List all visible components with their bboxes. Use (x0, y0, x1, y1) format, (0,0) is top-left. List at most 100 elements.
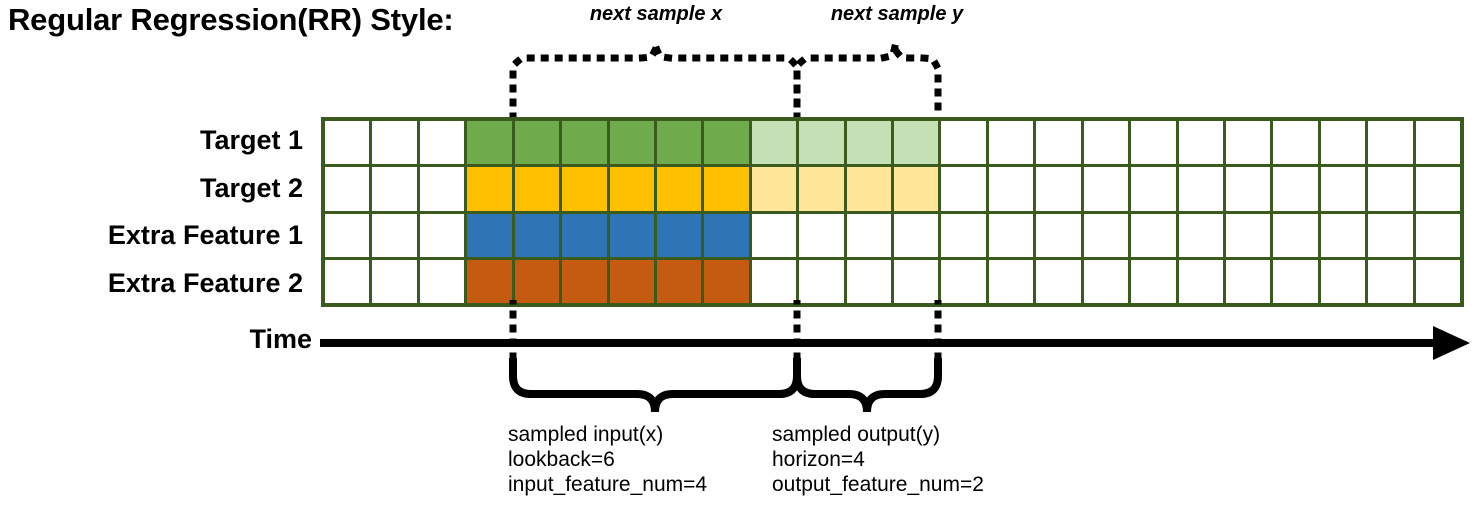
grid-cell-target-2-2 (419, 167, 465, 211)
grid-cell-target-1-9 (751, 121, 797, 165)
grid-cell-target-1-0 (325, 121, 370, 165)
grid-cell-target-1-21 (1320, 121, 1366, 165)
caption-input-line-2: lookback=6 (508, 448, 615, 471)
grid-cell-extra-feature-1-12 (894, 213, 939, 257)
grid-cell-target-2-17 (1131, 167, 1176, 211)
brace-sampled-input (509, 358, 801, 413)
grid-cell-extra-feature-2-4 (514, 259, 560, 303)
brace-sampled-output (793, 358, 942, 413)
grid-cell-target-2-9 (751, 167, 797, 211)
grid-cell-target-1-11 (846, 121, 891, 165)
grid-cell-extra-feature-1-23 (1415, 213, 1460, 257)
grid-cell-target-2-15 (1036, 167, 1081, 211)
caption-output-line-1: sampled output(y) (772, 423, 941, 446)
grid-cell-extra-feature-1-21 (1320, 213, 1366, 257)
bottom-brace-group (509, 358, 942, 413)
grid-cell-extra-feature-1-18 (1178, 213, 1223, 257)
grid-cell-target-2-12 (894, 167, 939, 211)
grid-cell-target-2-7 (656, 167, 702, 211)
grid-cell-extra-feature-2-2 (419, 259, 465, 303)
grid-cell-extra-feature-1-0 (325, 213, 370, 257)
grid-cell-extra-feature-1-13 (941, 213, 986, 257)
grid-cell-extra-feature-1-19 (1225, 213, 1271, 257)
time-axis-label: Time (249, 324, 312, 354)
row-label-extra-feature-2: Extra Feature 2 (107, 267, 303, 298)
grid-cell-extra-feature-1-9 (751, 213, 797, 257)
grid-cell-target-2-19 (1225, 167, 1271, 211)
grid-cell-target-1-20 (1273, 121, 1318, 165)
grid-cell-extra-feature-1-5 (562, 213, 607, 257)
grid-cell-target-2-10 (799, 167, 844, 211)
grid-cell-target-2-11 (846, 167, 891, 211)
caption-sampled-input: sampled input(x) lookback=6 input_featur… (508, 422, 707, 497)
grid-cell-target-2-13 (941, 167, 986, 211)
caption-sampled-output: sampled output(y) horizon=4 output_featu… (772, 422, 984, 497)
grid-cell-target-2-18 (1178, 167, 1223, 211)
grid-cell-extra-feature-2-5 (562, 259, 607, 303)
grid-cell-target-2-8 (704, 167, 749, 211)
grid-cell-extra-feature-2-22 (1368, 259, 1413, 303)
grid-cell-target-1-17 (1131, 121, 1176, 165)
grid-cell-extra-feature-1-15 (1036, 213, 1081, 257)
page-title: Regular Regression(RR) Style: (8, 2, 454, 37)
grid-cell-extra-feature-1-11 (846, 213, 891, 257)
grid-cell-target-1-14 (988, 121, 1034, 165)
grid-cell-extra-feature-2-9 (751, 259, 797, 303)
row-label-column: Target 1 Target 2 Extra Feature 1 Extra … (0, 117, 312, 307)
grid-cell-target-1-22 (1368, 121, 1413, 165)
caption-output-line-3: output_feature_num=2 (772, 473, 984, 496)
grid-cell-target-1-8 (704, 121, 749, 165)
row-label-target-1: Target 1 (199, 125, 303, 155)
grid-cell-target-1-3 (467, 121, 512, 165)
grid-cell-target-1-15 (1036, 121, 1081, 165)
grid-cell-target-2-1 (372, 167, 417, 211)
time-axis-arrow (320, 326, 1470, 360)
grid-cell-target-2-0 (325, 167, 370, 211)
grid-cell-target-2-3 (467, 167, 512, 211)
grid-cell-extra-feature-1-4 (514, 213, 560, 257)
grid-cell-extra-feature-2-17 (1131, 259, 1176, 303)
grid-cell-extra-feature-1-7 (656, 213, 702, 257)
grid-cell-target-2-16 (1083, 167, 1129, 211)
grid-cell-extra-feature-2-21 (1320, 259, 1366, 303)
grid-cell-extra-feature-1-3 (467, 213, 512, 257)
grid-cell-extra-feature-2-19 (1225, 259, 1271, 303)
grid-cell-target-2-23 (1415, 167, 1460, 211)
grid-cell-target-1-23 (1415, 121, 1460, 165)
grid-cell-target-1-1 (372, 121, 417, 165)
grid-cell-extra-feature-1-16 (1083, 213, 1129, 257)
grid-cell-target-2-5 (562, 167, 607, 211)
time-axis-arrowhead (1433, 326, 1470, 360)
timeseries-grid (321, 117, 1464, 307)
grid-cell-target-1-4 (514, 121, 560, 165)
grid-cell-extra-feature-2-8 (704, 259, 749, 303)
grid-cell-extra-feature-2-1 (372, 259, 417, 303)
grid-cell-extra-feature-2-13 (941, 259, 986, 303)
grid-cell-extra-feature-1-17 (1131, 213, 1176, 257)
grid-cell-extra-feature-1-6 (609, 213, 654, 257)
grid-cell-target-1-16 (1083, 121, 1129, 165)
grid-cell-extra-feature-2-10 (799, 259, 844, 303)
row-label-target-2: Target 2 (199, 172, 303, 203)
grid-cell-extra-feature-2-7 (656, 259, 702, 303)
grid-cell-target-1-13 (941, 121, 986, 165)
grid-cell-extra-feature-1-2 (419, 213, 465, 257)
grid-cell-target-1-6 (609, 121, 654, 165)
grid-cell-extra-feature-2-16 (1083, 259, 1129, 303)
grid-cell-target-2-20 (1273, 167, 1318, 211)
grid-cell-extra-feature-2-20 (1273, 259, 1318, 303)
grid-cell-extra-feature-2-14 (988, 259, 1034, 303)
caption-input-line-3: input_feature_num=4 (508, 473, 708, 496)
grid-cell-extra-feature-1-22 (1368, 213, 1413, 257)
grid-cell-extra-feature-2-3 (467, 259, 512, 303)
dotted-brace-next-sample-x (509, 43, 801, 120)
grid-cell-target-2-14 (988, 167, 1034, 211)
grid-cell-target-1-10 (799, 121, 844, 165)
caption-output-line-2: horizon=4 (772, 448, 865, 471)
grid-cell-target-2-6 (609, 167, 654, 211)
annotation-next-sample-x: next sample x (589, 3, 723, 25)
grid-cell-extra-feature-1-14 (988, 213, 1034, 257)
grid-cell-extra-feature-2-18 (1178, 259, 1223, 303)
grid-cell-target-1-12 (894, 121, 939, 165)
grid-cell-extra-feature-1-20 (1273, 213, 1318, 257)
